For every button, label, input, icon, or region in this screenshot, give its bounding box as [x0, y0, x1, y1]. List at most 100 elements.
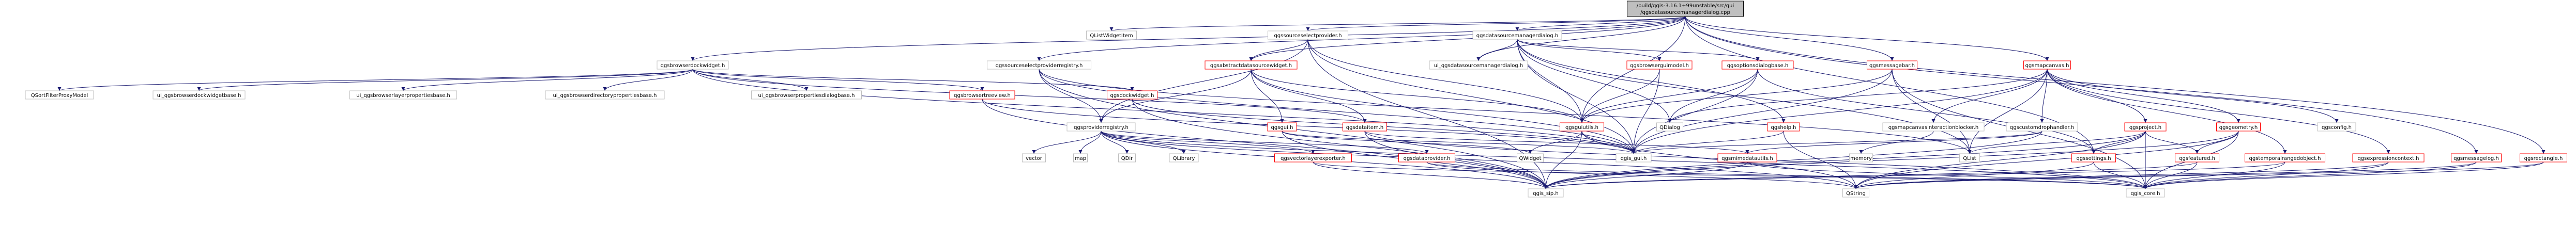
node-qgsbrowserguimodel[interactable]: qgsbrowserguimodel.h — [1626, 60, 1693, 70]
node-box — [1717, 153, 1777, 163]
node-box — [1560, 122, 1604, 132]
edge-qgsproject-to-qlist — [1968, 131, 2146, 154]
node-qgsfeatured[interactable]: qgsfeatured.h — [2175, 153, 2219, 163]
node-qgsexpressioncontext[interactable]: qgsexpressioncontext.h — [2352, 153, 2425, 163]
node-qgsmessagebar[interactable]: qgsmessagebar.h — [1867, 60, 1917, 70]
edge-qgsproviderregistry-to-vector — [1032, 131, 1102, 154]
edge-qgsmapcanvas-to-qlist — [1968, 69, 2048, 154]
node-qgssettings[interactable]: qgssettings.h — [2071, 153, 2116, 163]
node-label: ui_qgsbrowserpropertiesdialogbase.h — [758, 93, 855, 99]
node-label: qgis_gui.h — [1621, 156, 1647, 161]
node-qgsbrowsertreeview[interactable]: qgsbrowsertreeview.h — [949, 90, 1015, 100]
edge-qgsdatasourcemanagerdialog-to-qgs-gui — [1517, 39, 1636, 154]
node-qgsdatasourcemanagerdialog: qgsdatasourcemanagerdialog.h — [1472, 30, 1562, 40]
edge-root-to-qgssourceselectproviderregistry — [1037, 16, 1686, 61]
node-label: qgsmessagebar.h — [1869, 63, 1915, 69]
edge-qgscustomdrophandler-to-qgis-sip — [1544, 131, 2042, 189]
node-qgsgui[interactable]: qgsgui.h — [1267, 122, 1297, 132]
node-qgsproviderregistry: qgsproviderregistry.h — [1066, 122, 1136, 132]
node-qgsabstractdatasourcewidget[interactable]: qgsabstractdatasourcewidget.h — [1205, 60, 1298, 70]
edge-qgsvectorlayerexporter-to-qgis-sip — [1313, 161, 1548, 189]
edge-root-to-qgsabstractdatasourcewidget — [1249, 16, 1686, 61]
edge-qgsdataprovider-to-qgis-core — [1426, 161, 2147, 189]
node-label: /qgsdatasourcemanagerdialog.cpp — [1640, 10, 1730, 15]
edge-root-to-qgsrectangle — [1685, 16, 2545, 154]
edge-qgsguiutils-to-qgis-sip — [1544, 131, 1582, 189]
node-label: QSortFilterProxyModel — [31, 93, 88, 99]
edge-root-to-qgssourceselectprovider — [1306, 16, 1686, 31]
edge-qgsfeatured-to-qgis-sip — [1544, 161, 2198, 189]
node-qgsproject[interactable]: qgsproject.h — [2124, 122, 2167, 132]
node-qgsmimedatautils[interactable]: qgsmimedatautils.h — [1717, 153, 1777, 163]
node-box — [987, 60, 1091, 70]
edge-qgsbrowserdockwidget-to-qgsbrowsertreeview — [692, 69, 984, 91]
node-qgsrectangle[interactable]: qgsrectangle.h — [2520, 153, 2567, 163]
edge-qgsmapcanvas-to-qgsexpressioncontext — [2047, 69, 2390, 154]
edge-qgsbrowserdockwidget-to-qsortfilterproxymodel — [57, 69, 693, 91]
node-label: qgsmessagelog.h — [2453, 156, 2499, 161]
node-box — [1959, 153, 1980, 163]
edge-qgsproviderregistry-to-qgsdataprovider — [1101, 131, 1429, 154]
node-box — [1656, 122, 1683, 132]
node-label: qgsoptionsdialogbase.h — [1727, 63, 1789, 69]
node-box — [2451, 153, 2502, 163]
node-label: QDir — [1121, 156, 1133, 161]
node-label: QListWidgetItem — [1090, 33, 1133, 39]
edge-qgsrectangle-to-qgis-core — [2143, 161, 2544, 189]
edge-qgscustomdrophandler-to-qgs-gui — [1632, 131, 2042, 154]
edge-qgsbrowserdockwidget-to-ui-browserpropertiesdialog — [692, 69, 809, 91]
edge-qgssourceselectproviderregistry-to-qgsproviderregistry — [1039, 69, 1103, 123]
edge-qgshelp-to-qstring — [1783, 131, 1858, 189]
node-label: qgsfeatured.h — [2179, 156, 2215, 161]
edge-root-to-qgsbrowserdockwidget — [691, 16, 1686, 61]
edge-qgsmapcanvas-to-qgsmapcanvasinteractionblocker — [1931, 69, 2048, 123]
node-qgis-sip: qgis_sip.h — [1528, 188, 1564, 198]
edge-qgsrectangle-to-qstring — [1854, 161, 2544, 189]
edge-qgssourceselectprovider-to-qgsproviderregistry — [1099, 39, 1308, 123]
node-qgshelp[interactable]: qgshelp.h — [1767, 122, 1800, 132]
node-label: vector — [1026, 156, 1043, 161]
node-qgsdataitem[interactable]: qgsdataitem.h — [1343, 122, 1387, 132]
edge-qgsoptionsdialogbase-to-qgssettings — [1757, 69, 2096, 154]
node-box — [25, 90, 94, 100]
node-memory: memory — [1849, 153, 1873, 163]
node-vector: vector — [1022, 153, 1046, 163]
graph-nodes: /build/qgis-3.16.1+99unstable/src/gui/qg… — [25, 1, 2567, 198]
node-qgsguiutils[interactable]: qgsguiutils.h — [1560, 122, 1604, 132]
edge-qgsmapcanvas-to-qgsconfig — [2047, 69, 2339, 123]
edge-qgsgui-to-qwidget — [1282, 131, 1532, 154]
node-box — [2124, 122, 2167, 132]
node-label: qgsgui.h — [1271, 125, 1293, 131]
node-label: qgsdatasourcemanagerdialog.h — [1476, 33, 1558, 39]
edge-qgsbrowserdockwidget-to-ui-browserdirectoryproperties — [603, 69, 693, 91]
node-label: QDialog — [1659, 125, 1680, 131]
node-qgstemporalrangedobject[interactable]: qgstemporalrangedobject.h — [2245, 153, 2325, 163]
node-box — [1528, 188, 1564, 198]
edge-qgsabstractdatasourcewidget-to-qgsguiutils — [1251, 69, 1584, 123]
node-box — [2245, 153, 2325, 163]
edge-qgshelp-to-qgs-gui — [1632, 131, 1784, 154]
node-qgsmapcanvasinteractionblocker: qgsmapcanvasinteractionblocker.h — [1882, 122, 1985, 132]
node-qgsvectorlayerexporter[interactable]: qgsvectorlayerexporter.h — [1274, 153, 1352, 163]
node-qgsdataprovider[interactable]: qgsdataprovider.h — [1398, 153, 1455, 163]
node-qgsmessagelog[interactable]: qgsmessagelog.h — [2451, 153, 2502, 163]
edge-qgstemporalrangedobject-to-qgis-sip — [1544, 161, 2285, 189]
node-box — [1073, 153, 1088, 163]
node-label: qgstemporalrangedobject.h — [2249, 156, 2321, 161]
edge-qgsbrowserdockwidget-to-qgsdataitem — [692, 69, 1367, 123]
edge-qgsguiutils-to-qgs-gui — [1581, 131, 1636, 154]
edge-qgsgeometry-to-qgis-sip — [1544, 131, 2239, 189]
node-qgsoptionsdialogbase[interactable]: qgsoptionsdialogbase.h — [1721, 60, 1794, 70]
node-qgsmapcanvas[interactable]: qgsmapcanvas.h — [2023, 60, 2071, 70]
node-qgsgeometry[interactable]: qgsgeometry.h — [2216, 122, 2261, 132]
node-qgsdockwidget[interactable]: qgsdockwidget.h — [1107, 90, 1157, 100]
node-box — [1268, 30, 1348, 40]
node-box — [1169, 153, 1199, 163]
edge-root-to-qgsmapcanvas — [1685, 16, 2049, 61]
node-box — [1086, 30, 1137, 40]
node-label: qgshelp.h — [1771, 125, 1796, 131]
edge-qgsmessagelog-to-qgis-core — [2143, 161, 2477, 189]
node-label: ui_qgsbrowserdockwidgetbase.h — [157, 93, 241, 99]
node-box — [153, 90, 246, 100]
edge-qgsbrowserguimodel-to-qgsguiutils — [1580, 69, 1660, 123]
